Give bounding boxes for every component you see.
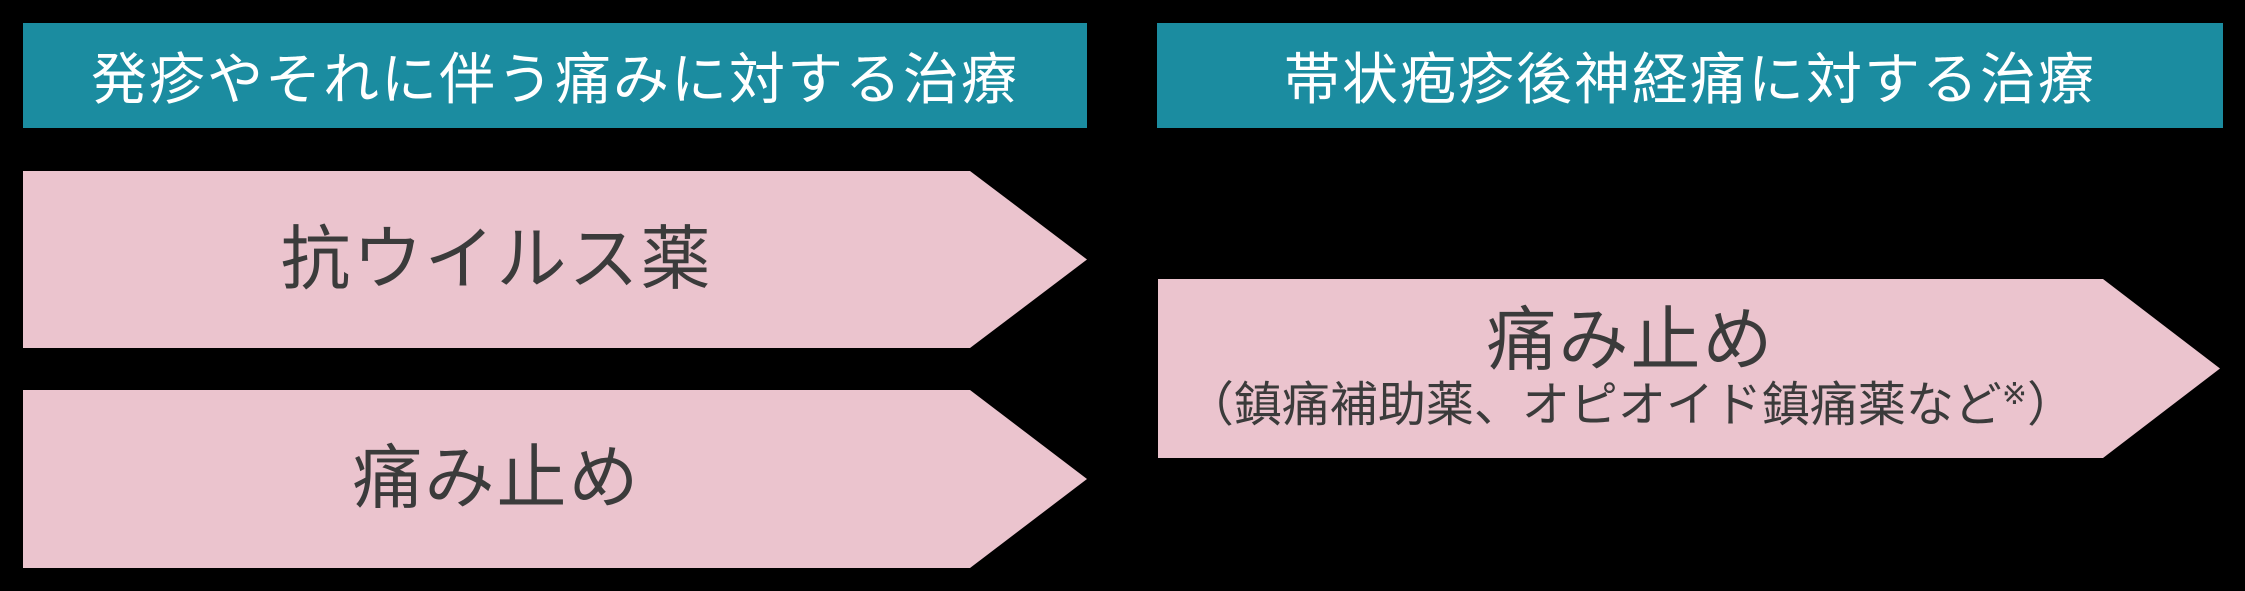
arrow-antiviral-drugs-label: 抗ウイルス薬 [280, 219, 713, 298]
arrow-painkiller-right-label: 痛み止め [1486, 301, 1775, 380]
header-rash-treatment-label: 発疹やそれに伴う痛みに対する治療 [91, 48, 1019, 111]
arrow-painkiller-left: 痛み止め [23, 390, 1087, 568]
reference-mark: ※ [2001, 377, 2028, 411]
header-rash-treatment: 発疹やそれに伴う痛みに対する治療 [23, 23, 1087, 128]
arrow-antiviral-drugs: 抗ウイルス薬 [23, 171, 1087, 348]
arrow-painkiller-right-sublabel: （鎮痛補助薬、オピオイド鎮痛薬など※） [1186, 378, 2075, 433]
arrow-painkiller-left-label: 痛み止め [352, 439, 641, 518]
sublabel-text: （鎮痛補助薬、オピオイド鎮痛薬など [1185, 378, 2002, 432]
header-postherpetic-neuralgia-treatment: 帯状疱疹後神経痛に対する治療 [1157, 23, 2223, 128]
header-postherpetic-neuralgia-treatment-label: 帯状疱疹後神経痛に対する治療 [1284, 48, 2096, 111]
sublabel-close-paren: ） [2027, 378, 2076, 432]
arrow-painkiller-right: 痛み止め （鎮痛補助薬、オピオイド鎮痛薬など※） [1158, 279, 2220, 458]
